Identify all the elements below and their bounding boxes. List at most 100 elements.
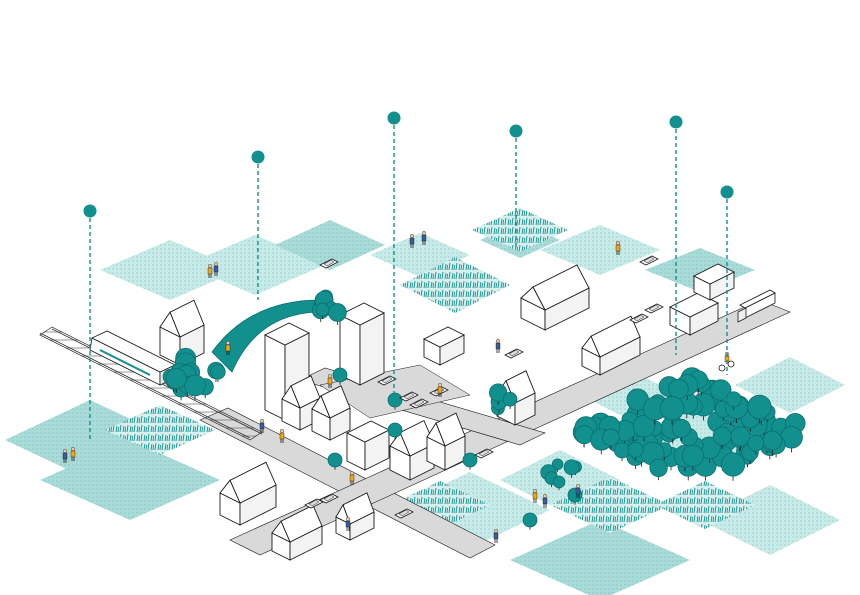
building-gable bbox=[581, 335, 601, 358]
teal-dot-pin-icon bbox=[83, 204, 97, 218]
person-body bbox=[62, 452, 68, 460]
tree-crown bbox=[552, 475, 566, 489]
tree bbox=[574, 425, 594, 448]
tree-crown bbox=[671, 418, 691, 438]
buildings bbox=[159, 263, 736, 561]
tree-crown bbox=[315, 302, 330, 317]
car bbox=[639, 255, 659, 266]
car-window bbox=[398, 509, 410, 517]
house bbox=[311, 385, 351, 441]
tree-crown bbox=[668, 378, 689, 400]
cyclist bbox=[718, 352, 735, 372]
car bbox=[644, 303, 664, 314]
car-window bbox=[648, 304, 660, 312]
house bbox=[159, 299, 205, 366]
house bbox=[345, 420, 391, 471]
person-head bbox=[346, 517, 351, 522]
person bbox=[349, 471, 355, 485]
tree-crown bbox=[720, 452, 746, 477]
tree bbox=[681, 444, 704, 471]
warehouse bbox=[581, 315, 641, 376]
car bbox=[629, 313, 649, 324]
building-roof bbox=[338, 302, 386, 326]
person-head bbox=[225, 341, 230, 346]
person-head bbox=[496, 339, 501, 344]
person-head bbox=[70, 447, 75, 452]
green-patch-texture bbox=[540, 225, 660, 275]
person bbox=[495, 339, 501, 353]
tree bbox=[613, 442, 631, 462]
person bbox=[437, 383, 443, 397]
building-wall bbox=[359, 312, 385, 386]
tree-crown bbox=[747, 434, 765, 452]
person-body bbox=[259, 422, 265, 430]
person bbox=[70, 447, 76, 461]
person-head bbox=[280, 429, 285, 434]
tree-crown bbox=[659, 396, 685, 421]
person bbox=[542, 494, 548, 508]
person-body bbox=[421, 234, 427, 242]
tree-crown bbox=[712, 426, 732, 446]
tree bbox=[602, 428, 620, 450]
person-body bbox=[279, 432, 285, 440]
warehouse bbox=[219, 461, 277, 526]
car-window bbox=[323, 259, 335, 267]
tree bbox=[627, 441, 644, 461]
building-gable bbox=[426, 422, 446, 447]
car-window bbox=[381, 376, 393, 384]
building-gable bbox=[311, 394, 331, 419]
tree-crown bbox=[502, 391, 518, 407]
tree-crown bbox=[747, 394, 772, 420]
tree-crown bbox=[730, 426, 751, 447]
tree-crown bbox=[681, 444, 704, 467]
car bbox=[319, 493, 339, 504]
railway bbox=[39, 326, 263, 441]
tree bbox=[712, 426, 732, 449]
building-gable bbox=[520, 286, 547, 312]
tree-crown bbox=[522, 512, 538, 528]
tree bbox=[387, 422, 403, 440]
car-window bbox=[633, 314, 645, 322]
person-head bbox=[260, 419, 265, 424]
tree bbox=[659, 396, 685, 425]
person-head bbox=[213, 262, 218, 267]
building-roof bbox=[263, 322, 311, 346]
tree-crown bbox=[462, 452, 478, 468]
tree bbox=[643, 396, 667, 425]
person-body bbox=[495, 342, 501, 350]
tree bbox=[632, 414, 656, 442]
tree-clusters bbox=[162, 289, 806, 530]
person bbox=[409, 233, 415, 248]
tree bbox=[710, 379, 732, 405]
tree-crown bbox=[762, 430, 783, 451]
car bbox=[377, 375, 397, 386]
person bbox=[225, 341, 231, 355]
person-body bbox=[575, 487, 581, 495]
person-body bbox=[345, 520, 351, 528]
building-gable bbox=[219, 479, 241, 504]
tree bbox=[210, 364, 226, 383]
railway-track bbox=[39, 326, 263, 441]
teal-dot-pin-icon bbox=[251, 150, 265, 164]
tree bbox=[720, 452, 746, 481]
tree bbox=[552, 475, 566, 491]
person bbox=[575, 484, 581, 498]
car-window bbox=[508, 349, 520, 357]
tree bbox=[387, 392, 403, 410]
person-body bbox=[532, 492, 538, 500]
car-window bbox=[413, 399, 425, 407]
car bbox=[504, 348, 524, 359]
tree-crown bbox=[649, 458, 668, 478]
meadow-grass bbox=[400, 257, 510, 313]
teal-dot-pin-icon bbox=[509, 124, 523, 138]
person-head bbox=[63, 449, 68, 454]
meadow-grass bbox=[105, 405, 215, 455]
person-body bbox=[225, 344, 231, 352]
car bbox=[319, 258, 339, 269]
tree bbox=[671, 418, 691, 442]
person-head bbox=[494, 529, 499, 534]
tree-crown bbox=[184, 374, 206, 397]
truck bbox=[737, 289, 776, 323]
person-head bbox=[422, 230, 427, 235]
